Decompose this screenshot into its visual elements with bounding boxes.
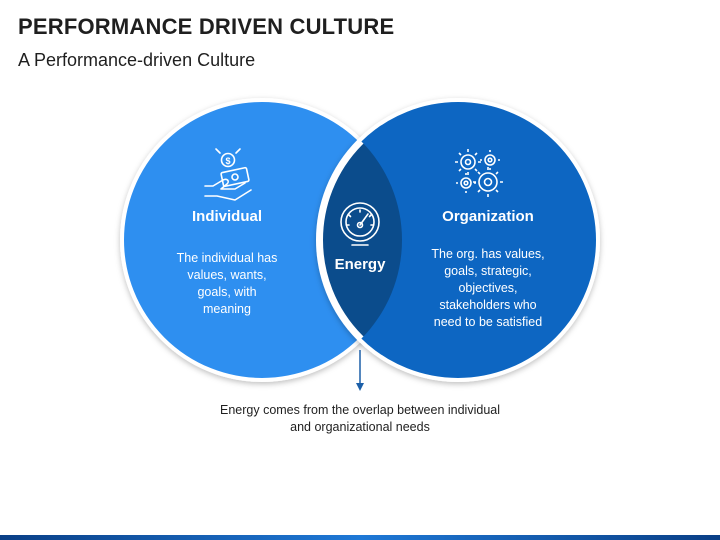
organization-description: The org. has values, goals, strategic, o…: [431, 247, 545, 329]
pointer-arrow-head: [356, 383, 364, 391]
individual-heading: Individual: [191, 208, 262, 225]
page-title: PERFORMANCE DRIVEN CULTURE: [18, 14, 395, 39]
bottom-accent-bar: [0, 535, 720, 540]
svg-text:$: $: [225, 156, 230, 166]
individual-description: The individual has values, wants, goals,…: [176, 251, 278, 316]
gears-icon: [455, 149, 503, 197]
organization-heading: Organization: [442, 208, 534, 225]
energy-heading: Energy: [334, 256, 386, 273]
overlap-note: Energy comes from the overlap between in…: [219, 403, 500, 434]
money-hand-icon: $: [204, 148, 252, 201]
page-subtitle: A Performance-driven Culture: [18, 50, 256, 70]
speedometer-icon: [340, 202, 380, 246]
